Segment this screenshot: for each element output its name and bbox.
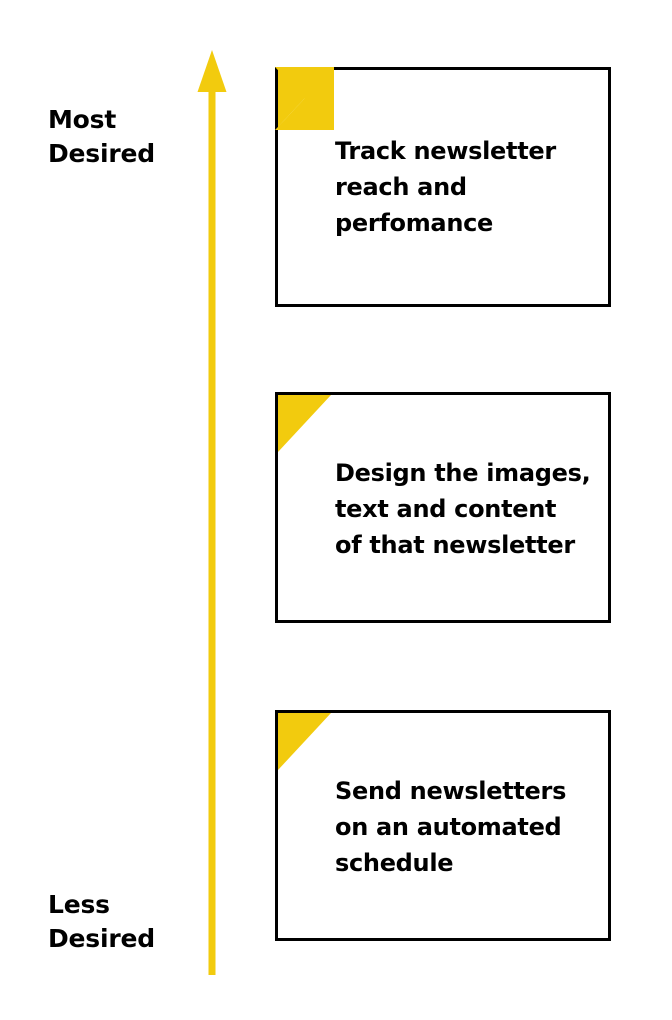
card-label: Track newsletter reach and perfomance <box>335 137 556 237</box>
card-label: Design the images, text and content of t… <box>335 459 591 559</box>
folded-corner-icon <box>278 395 331 452</box>
card-send-newsletter[interactable]: Send newsletters on an automated schedul… <box>275 710 611 941</box>
card-track-newsletter[interactable]: Track newsletter reach and perfomance <box>275 67 611 307</box>
folded-corner-icon <box>278 713 331 770</box>
scale-label-less-desired: Less Desired <box>48 890 155 953</box>
folded-corner-icon <box>275 67 334 130</box>
card-label: Send newsletters on an automated schedul… <box>335 777 567 877</box>
scale-label-most-desired: Most Desired <box>48 105 155 168</box>
card-design-newsletter[interactable]: Design the images, text and content of t… <box>275 392 611 623</box>
